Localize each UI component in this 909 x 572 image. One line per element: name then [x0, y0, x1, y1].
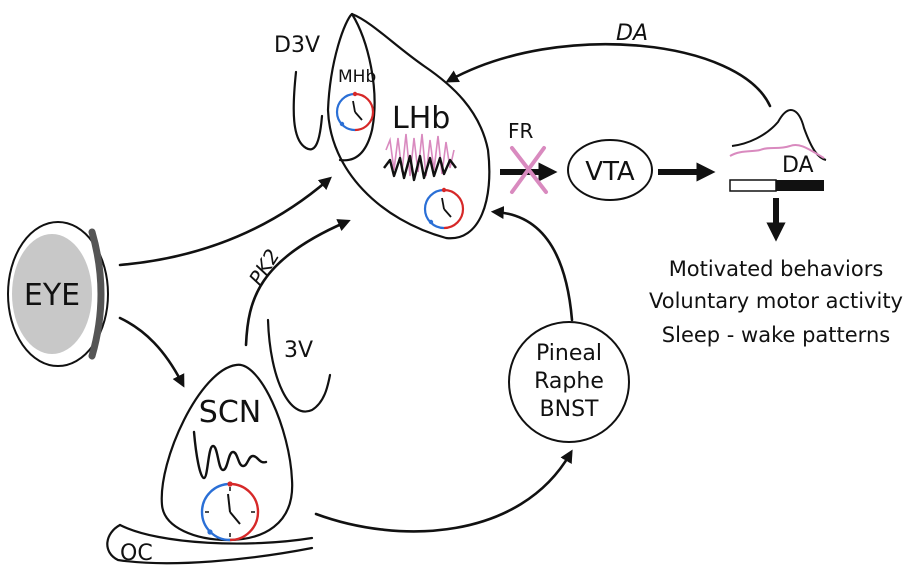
lhb-label: LHb — [392, 101, 450, 136]
optic-chiasm: OC — [106, 523, 314, 566]
fr-label: FR — [508, 119, 534, 143]
outcome-motivated: Motivated behaviors — [669, 257, 884, 281]
pineal-to-lhb-arrow — [490, 206, 574, 322]
mhb-clock-icon — [335, 91, 375, 132]
da-rhythm-panel: DA — [729, 109, 827, 192]
third-ventricle-label: 3V — [284, 338, 313, 363]
vta-node: VTA — [567, 139, 653, 201]
outcome-sleep-wake: Sleep - wake patterns — [662, 323, 890, 347]
da-dark-bar — [776, 180, 824, 191]
scn-to-pineal-arrow — [314, 449, 573, 533]
eye-iris — [12, 234, 92, 354]
fr-pathway: FR — [500, 119, 558, 194]
bnst-label: BNST — [540, 397, 600, 422]
pk2-arrow — [244, 219, 351, 347]
da-box-label: DA — [782, 153, 814, 178]
lhb-clock-icon — [423, 187, 465, 230]
pineal-raphe-bnst-node: Pineal Raphe BNST — [508, 321, 630, 443]
raphe-label: Raphe — [534, 369, 604, 394]
scn-label: SCN — [199, 395, 261, 430]
dorsal-third-ventricle: D3V — [274, 33, 324, 151]
habenula: MHb LHb — [326, 12, 491, 240]
pk2-label: PK2 — [244, 245, 284, 290]
third-ventricle: 3V — [266, 318, 332, 413]
eye-to-scn-arrow — [118, 316, 185, 388]
oc-label: OC — [120, 541, 153, 566]
da-light-bar — [729, 179, 777, 192]
da-feedback-arrow — [445, 42, 772, 108]
scn-rhythm-wave — [192, 430, 268, 480]
pineal-label: Pineal — [536, 341, 602, 366]
outcome-motor: Voluntary motor activity — [649, 289, 903, 313]
eye-label: EYE — [24, 278, 80, 313]
scn: SCN — [160, 363, 294, 542]
da-pink-curve — [729, 144, 825, 159]
vta-label: VTA — [585, 157, 635, 187]
da-top-label: DA — [616, 21, 648, 46]
eye-lens — [88, 228, 105, 360]
da-black-curve — [731, 109, 827, 161]
fr-blocked-cross-icon — [510, 146, 548, 194]
scn-clock-icon — [200, 481, 260, 542]
d3v-label: D3V — [274, 33, 320, 58]
mhb-label: MHb — [338, 67, 376, 87]
eye: EYE — [7, 221, 109, 367]
eye-to-lhb-arrow — [118, 176, 332, 267]
outcomes-list: Motivated behaviors Voluntary motor acti… — [649, 257, 903, 347]
lhb-black-trace — [383, 154, 457, 182]
